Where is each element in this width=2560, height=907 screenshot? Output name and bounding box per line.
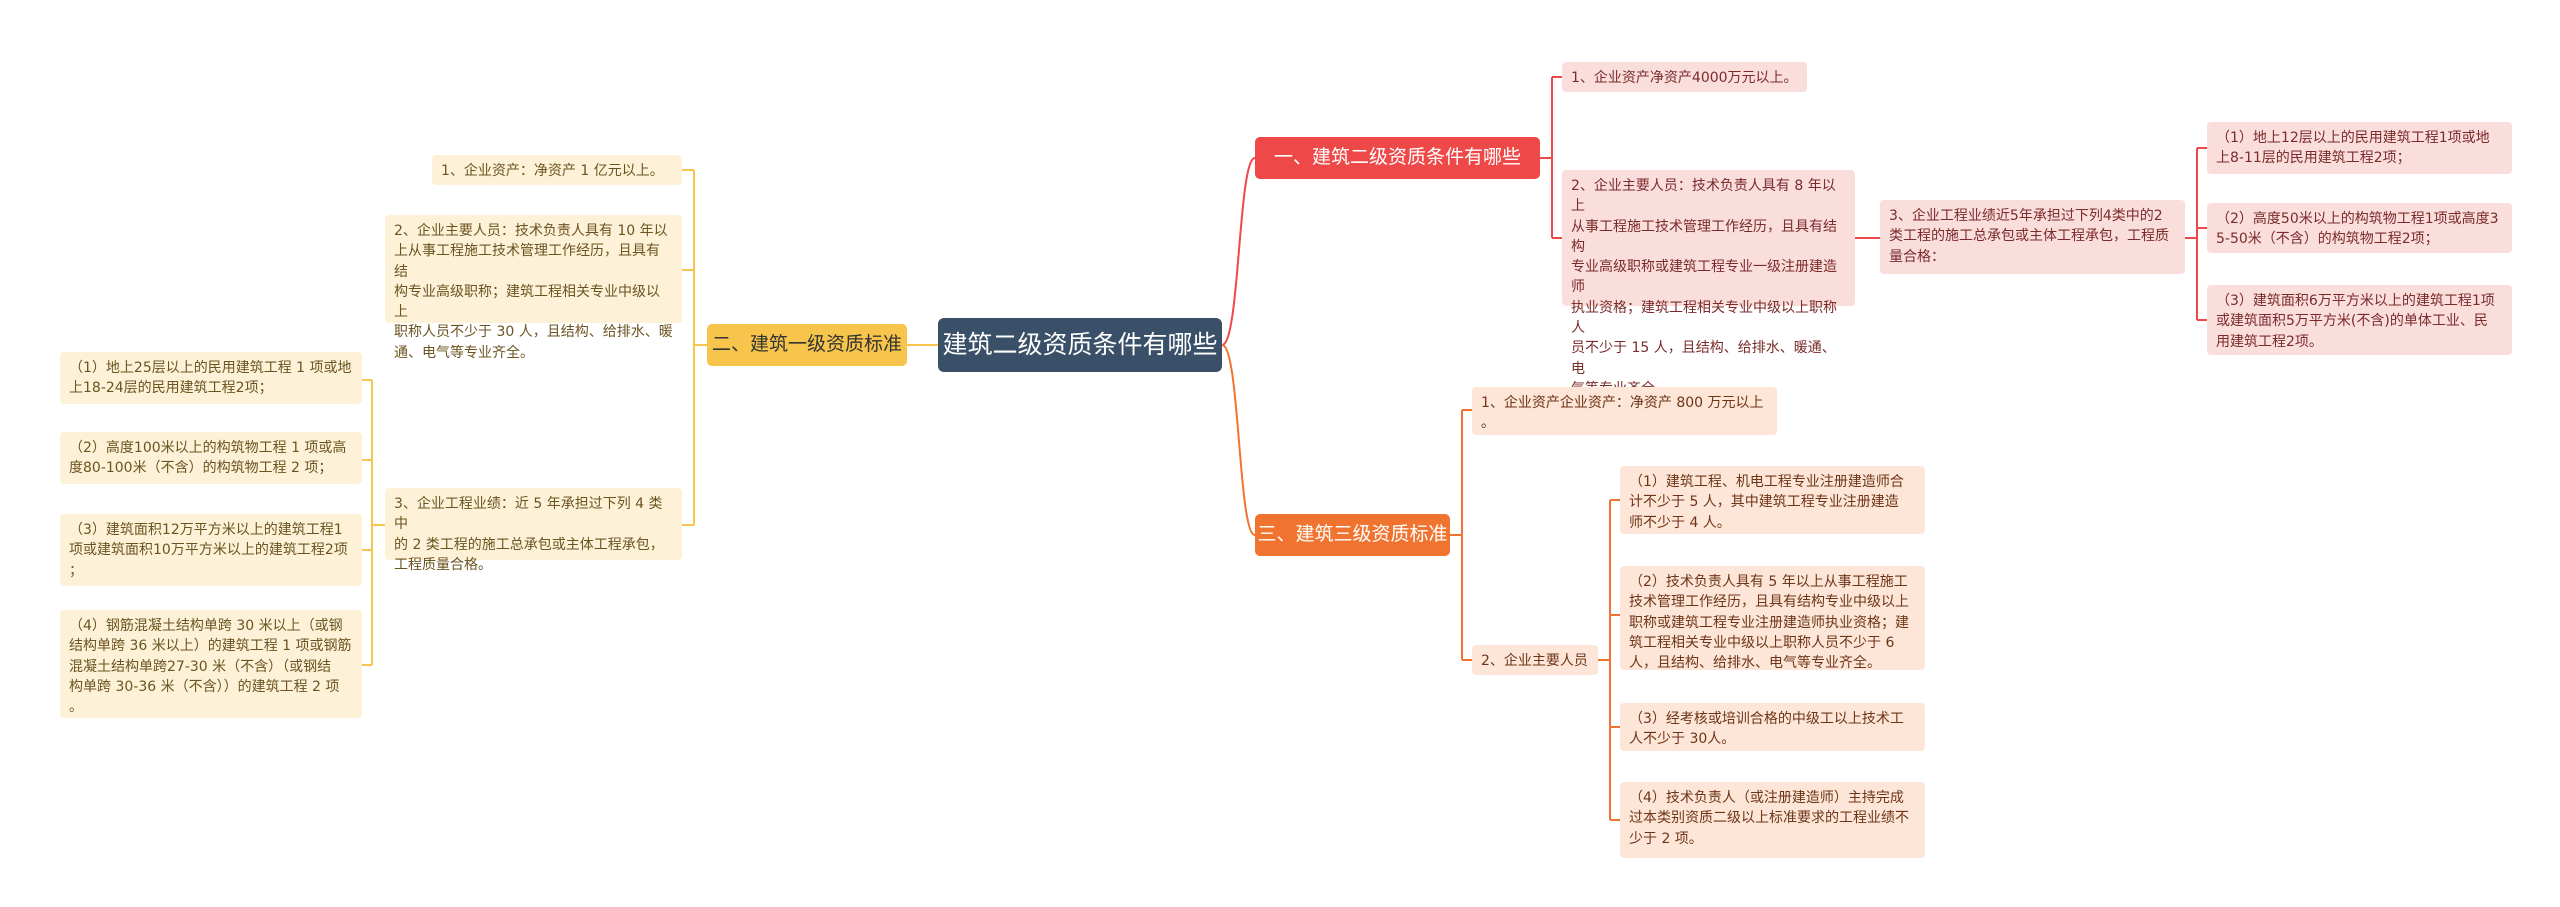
branch-3-sub-1[interactable]: （1）建筑工程、机电工程专业注册建造师合 计不少于 5 人，其中建筑工程专业注册… (1620, 466, 1925, 534)
root-topic[interactable]: 建筑二级资质条件有哪些 (938, 318, 1222, 372)
branch-1-sub-2[interactable]: （2）高度50米以上的构筑物工程1项或高度3 5-50米（不含）的构筑物工程2项… (2207, 203, 2512, 253)
branch-1-leaf-2[interactable]: 2、企业主要人员：技术负责人具有 8 年以上 从事工程施工技术管理工作经历，且具… (1562, 170, 1855, 397)
branch-2-sub-1[interactable]: （1）地上25层以上的民用建筑工程 1 项或地 上18-24层的民用建筑工程2项… (60, 352, 362, 404)
branch-3-title[interactable]: 三、建筑三级资质标准 (1255, 514, 1450, 556)
branch-3-sub-4[interactable]: （4）技术负责人（或注册建造师）主持完成 过本类别资质二级以上标准要求的工程业绩… (1620, 782, 1925, 858)
branch-2-sub-2[interactable]: （2）高度100米以上的构筑物工程 1 项或高 度80-100米（不含）的构筑物… (60, 432, 362, 484)
branch-3-sub-2[interactable]: （2）技术负责人具有 5 年以上从事工程施工 技术管理工作经历，且具有结构专业中… (1620, 566, 1925, 671)
branch-3-leaf-1[interactable]: 1、企业资产企业资产：净资产 800 万元以上 。 (1472, 387, 1777, 435)
branch-3-sub-3[interactable]: （3）经考核或培训合格的中级工以上技术工 人不少于 30人。 (1620, 703, 1925, 751)
branch-2-leaf-3[interactable]: 3、企业工程业绩：近 5 年承担过下列 4 类中 的 2 类工程的施工总承包或主… (385, 488, 682, 573)
branch-2-sub-4[interactable]: （4）钢筋混凝土结构单跨 30 米以上（或钢 结构单跨 36 米以上）的建筑工程… (60, 610, 362, 718)
branch-1-sub-3[interactable]: （3）建筑面积6万平方米以上的建筑工程1项 或建筑面积5万平方米(不含)的单体工… (2207, 285, 2512, 355)
branch-2-sub-3[interactable]: （3）建筑面积12万平方米以上的建筑工程1 项或建筑面积10万平方米以上的建筑工… (60, 514, 362, 586)
branch-2-leaf-1[interactable]: 1、企业资产：净资产 1 亿元以上。 (432, 155, 682, 185)
branch-1-title[interactable]: 一、建筑二级资质条件有哪些 (1255, 137, 1540, 179)
branch-1-leaf-1[interactable]: 1、企业资产净资产4000万元以上。 (1562, 62, 1807, 92)
branch-2-leaf-2[interactable]: 2、企业主要人员：技术负责人具有 10 年以 上从事工程施工技术管理工作经历，且… (385, 215, 682, 361)
branch-2-title[interactable]: 二、建筑一级资质标准 (707, 324, 907, 366)
branch-1-sub-1[interactable]: （1）地上12层以上的民用建筑工程1项或地 上8-11层的民用建筑工程2项； (2207, 122, 2512, 174)
branch-1-leaf-3[interactable]: 3、企业工程业绩近5年承担过下列4类中的2 类工程的施工总承包或主体工程承包，工… (1880, 200, 2185, 274)
branch-3-leaf-2[interactable]: 2、企业主要人员 (1472, 645, 1598, 675)
